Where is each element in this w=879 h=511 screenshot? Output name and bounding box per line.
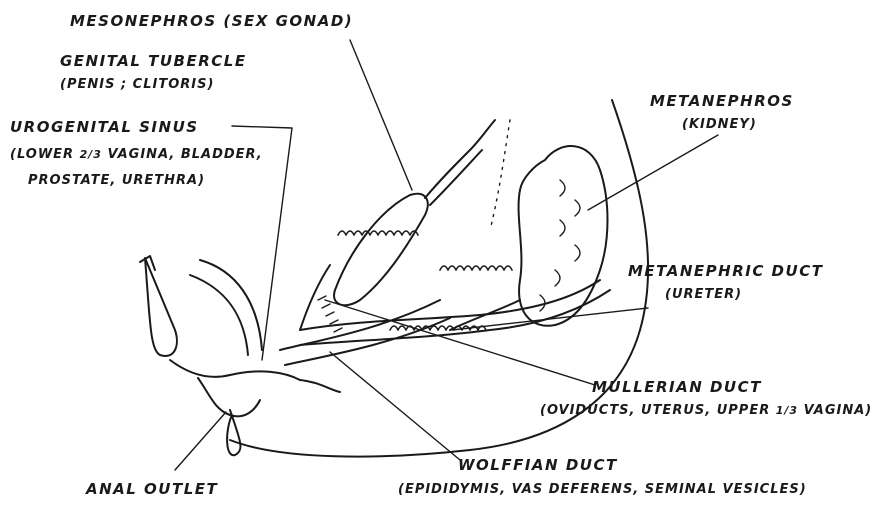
label-urogenital-sinus-line1: (LOWER 2/3 VAGINA, BLADDER, — [10, 146, 263, 164]
label-anal-outlet: ANAL OUTLET — [86, 480, 218, 498]
mullerian-duct-sub-a: (OVIDUCTS, UTERUS, UPPER — [540, 403, 770, 418]
anal-region — [198, 378, 260, 416]
mullerian-duct-sub-b: VAGINA) — [804, 403, 873, 418]
label-mullerian-duct: MULLERIAN DUCT — [592, 378, 762, 396]
genital-tubercle-outline — [145, 258, 177, 356]
urogenital-sinus-line1-a: (LOWER — [10, 147, 74, 162]
urogenital-sinus-fraction: 2/3 — [80, 148, 102, 161]
cloacal-membrane — [300, 380, 340, 392]
label-wolffian-duct-sub: (EPIDIDYMIS, VAS DEFERENS, SEMINAL VESIC… — [398, 481, 807, 499]
label-metanephric-duct-sub: (URETER) — [665, 286, 742, 304]
label-mullerian-duct-sub: (OVIDUCTS, UTERUS, UPPER 1/3 VAGINA) — [540, 402, 872, 420]
leader-metanephros — [588, 135, 718, 210]
leader-anal-outlet — [175, 412, 226, 470]
dotted-trail — [490, 120, 510, 230]
label-metanephros: METANEPHROS — [650, 92, 794, 110]
leader-mullerian-duct — [325, 300, 595, 385]
metanephric-duct-line — [450, 300, 520, 330]
leader-wolffian-duct — [330, 352, 460, 460]
perineum-curve — [170, 360, 300, 380]
mesonephros-stalk — [425, 120, 495, 198]
label-urogenital-sinus: UROGENITAL SINUS — [10, 118, 199, 136]
duct-tube-2 — [285, 318, 450, 365]
label-metanephric-duct: METANEPHRIC DUCT — [628, 262, 823, 280]
urogenital-sinus-line1-b: VAGINA, BLADDER, — [107, 147, 262, 162]
mesonephros-stalk-2 — [430, 150, 482, 205]
duct-tube-3 — [300, 265, 330, 330]
label-genital-tubercle-sub: (PENIS ; CLITORIS) — [60, 76, 214, 94]
label-genital-tubercle: GENITAL TUBERCLE — [60, 52, 247, 70]
label-metanephros-sub: (KIDNEY) — [682, 116, 757, 134]
label-urogenital-sinus-line2: PROSTATE, URETHRA) — [28, 172, 205, 190]
label-mesonephros: MESONEPHROS (SEX GONAD) — [70, 12, 353, 30]
metanephros-calyx — [540, 180, 580, 311]
wolffian-coils — [440, 266, 512, 270]
mullerian-duct-fraction: 1/3 — [776, 404, 798, 417]
mesonephros-body — [334, 194, 428, 306]
label-wolffian-duct: WOLFFIAN DUCT — [458, 456, 618, 474]
leader-mesonephros — [350, 40, 412, 190]
duct-tube-1 — [280, 300, 440, 350]
mesonephric-coils — [338, 231, 418, 235]
